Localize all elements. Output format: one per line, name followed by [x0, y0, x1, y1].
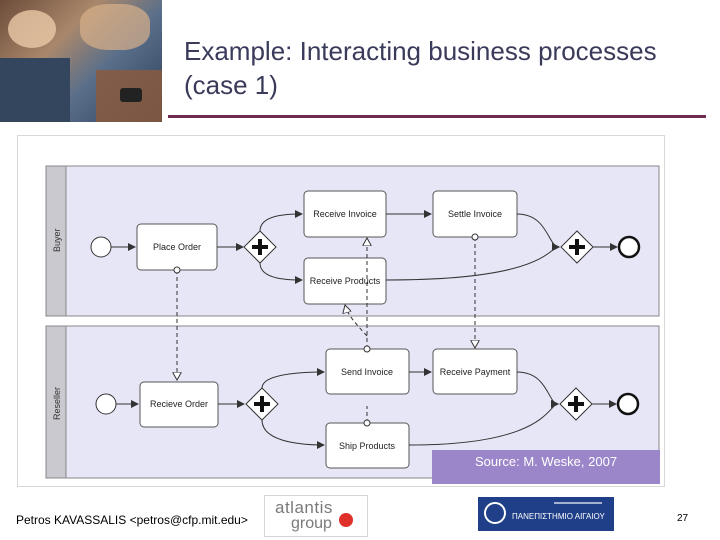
- flow-line: [408, 400, 559, 446]
- logo-text: atlantis: [275, 498, 333, 517]
- task-label: Recieve Order: [150, 399, 208, 409]
- logo-rule: [554, 502, 602, 504]
- buyer-parallel-gateway-join: [560, 230, 594, 264]
- task-label: Receive Products: [310, 276, 381, 286]
- message-source-dot: [363, 419, 371, 427]
- message-source-dot: [173, 266, 181, 274]
- buyer-end-event: [617, 235, 641, 259]
- pool-label-buyer: Buyer: [52, 228, 62, 252]
- task-label: Receive Invoice: [313, 209, 377, 219]
- flow-line: [259, 262, 303, 284]
- task-label: Ship Products: [339, 441, 396, 451]
- flow-line: [385, 243, 560, 281]
- message-source-dot: [363, 345, 371, 353]
- pool-label-reseller: Reseller: [52, 387, 62, 420]
- flow-line: [259, 210, 303, 232]
- atlantis-group-logo: atlantis group: [264, 495, 368, 537]
- task-label: Settle Invoice: [448, 209, 502, 219]
- university-aegean-logo: ΠΑΝΕΠΙΣΤΗΜΙΟ ΑΙΓΑΙΟΥ: [478, 497, 614, 531]
- reseller-parallel-gateway-join: [559, 387, 593, 421]
- reseller-start-event: [95, 393, 117, 415]
- logo-dot-icon: [339, 513, 353, 527]
- logo-text: ΠΑΝΕΠΙΣΤΗΜΙΟ ΑΙΓΑΙΟΥ: [512, 512, 605, 521]
- header-photo: [0, 0, 162, 122]
- page-number: 27: [677, 513, 689, 524]
- flow-line: [261, 419, 325, 449]
- source-caption: Source: M. Weske, 2007: [432, 450, 660, 484]
- pool-buyer-label-band: [45, 165, 67, 317]
- bpmn-diagram: Buyer Reseller Place Order Receive Invoi…: [17, 135, 665, 487]
- reseller-end-event: [616, 392, 640, 416]
- logo-text: group: [291, 515, 332, 532]
- flow-line: [261, 368, 325, 389]
- slide-title: Example: Interacting business processes …: [184, 36, 657, 100]
- pool-reseller-label-band: [45, 325, 67, 479]
- task-label: Place Order: [153, 242, 201, 252]
- task-label: Receive Payment: [440, 367, 511, 377]
- title-rule: [168, 115, 706, 118]
- university-seal-icon: [484, 502, 506, 524]
- buyer-start-event: [90, 236, 112, 258]
- task-label: Send Invoice: [341, 367, 393, 377]
- message-source-dot: [471, 233, 479, 241]
- author-footer: Petros KAVASSALIS <petros@cfp.mit.edu>: [16, 513, 248, 527]
- mobile-phone-icon: [120, 88, 142, 102]
